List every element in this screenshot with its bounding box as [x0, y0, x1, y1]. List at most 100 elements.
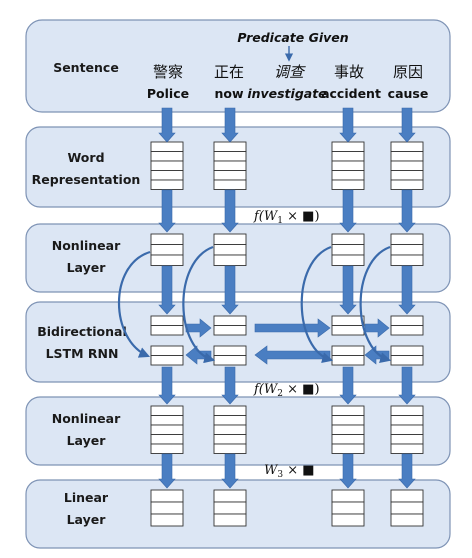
cell-stacks [150, 141, 424, 527]
vector-cell [331, 489, 365, 503]
vector-cell [390, 405, 424, 416]
word-vector-cause [390, 141, 424, 190]
vector-cell [150, 424, 184, 435]
vector-cell [150, 501, 184, 515]
vector-cell [213, 233, 247, 245]
linear-output-accident [331, 489, 365, 527]
vector-cell [150, 160, 184, 171]
linear-layer-label-line2: Layer [67, 512, 107, 527]
word-zh-investigate: 调查 [274, 63, 306, 81]
vector-cell [213, 434, 247, 445]
word-zh-now: 正在 [214, 63, 244, 81]
vector-cell [390, 141, 424, 152]
word-vector-accident [331, 141, 365, 190]
vector-cell [331, 179, 365, 190]
vector-cell [331, 424, 365, 435]
nonlinear-1-vector-now [213, 233, 247, 266]
nonlinear-layer-2-label-line1: Nonlinear [52, 411, 121, 426]
vector-cell [150, 315, 184, 326]
word-en-now: now [214, 86, 243, 101]
lstm-backward-cell-cause [390, 345, 424, 366]
arrow-lstm-to-nonlinear-now [221, 366, 239, 405]
vector-cell [213, 151, 247, 162]
nonlinear-2-vector-police [150, 405, 184, 454]
arrow-nonlinear-to-linear-cause [398, 453, 416, 489]
linear-layer-label-line1: Linear [64, 490, 109, 505]
arrow-lstm-to-nonlinear-police [158, 366, 176, 405]
vector-cell [331, 233, 365, 245]
word-en-investigate: investigate [247, 86, 326, 101]
vector-cell [213, 501, 247, 515]
arrow-lstm-to-nonlinear-cause [398, 366, 416, 405]
vector-cell [150, 179, 184, 190]
vector-cell [213, 415, 247, 426]
vector-cell [150, 325, 184, 336]
lstm-forward-cell-now [213, 315, 247, 336]
vector-cell [331, 325, 365, 336]
nonlinear-layer-2-label-line2: Layer [67, 433, 107, 448]
vector-cell [390, 170, 424, 181]
vector-cell [213, 170, 247, 181]
word-vector-now [213, 141, 247, 190]
vector-cell [150, 141, 184, 152]
lstm-forward-cell-police [150, 315, 184, 336]
word-en-accident: accident [321, 86, 381, 101]
nonlinear-layer-1-label-line1: Nonlinear [52, 238, 121, 253]
vector-cell [150, 244, 184, 256]
vector-cell [331, 513, 365, 527]
vertical-arrows [158, 107, 416, 489]
formula-w3: W3 × ■ [264, 463, 315, 480]
vector-cell [331, 345, 365, 356]
lstm-forward-cell-cause [390, 315, 424, 336]
vector-cell [390, 434, 424, 445]
formula-f-w1: f(W1 × ■) [253, 209, 320, 226]
vector-cell [390, 244, 424, 256]
vector-cell [213, 405, 247, 416]
nonlinear-1-vector-cause [390, 233, 424, 266]
vector-cell [150, 434, 184, 445]
vector-cell [213, 345, 247, 356]
nonlinear-2-vector-now [213, 405, 247, 454]
skip-connection-now [182, 245, 216, 364]
linear-output-cause [390, 489, 424, 527]
vector-cell [213, 355, 247, 366]
vector-cell [331, 254, 365, 266]
arrow-sentence-to-word-now [221, 107, 239, 143]
arrow-word-to-nonlinear-accident [339, 189, 357, 233]
bilstm-label-line1: Bidirectional [37, 324, 127, 339]
skip-connection-police [118, 250, 151, 358]
vector-cell [390, 501, 424, 515]
vector-cell [331, 160, 365, 171]
vector-cell [150, 513, 184, 527]
vector-cell [331, 405, 365, 416]
arrow-sentence-to-word-cause [398, 107, 416, 143]
vector-cell [213, 315, 247, 326]
vector-cell [390, 325, 424, 336]
word-en-cause: cause [388, 86, 429, 101]
vector-cell [150, 489, 184, 503]
lstm-backward-cell-accident [331, 345, 365, 366]
vector-cell [390, 151, 424, 162]
arrow-sentence-to-word-accident [339, 107, 357, 143]
vector-cell [390, 513, 424, 527]
vector-cell [150, 355, 184, 366]
lstm-forward-cell-accident [331, 315, 365, 336]
vector-cell [390, 160, 424, 171]
bilstm-panel [25, 301, 451, 383]
vector-cell [150, 151, 184, 162]
word-zh-police: 警察 [153, 63, 183, 81]
vector-cell [390, 233, 424, 245]
vector-cell [150, 345, 184, 356]
arrow-lstm-to-nonlinear-accident [339, 366, 357, 405]
word-vector-police [150, 141, 184, 190]
vector-cell [390, 424, 424, 435]
lstm-forward-arrow-2 [254, 318, 331, 338]
vector-cell [390, 179, 424, 190]
vector-cell [150, 405, 184, 416]
vector-cell [331, 501, 365, 515]
vector-cell [150, 170, 184, 181]
bilstm-label-line2: LSTM RNN [46, 346, 119, 361]
vector-cell [331, 434, 365, 445]
vector-cell [213, 179, 247, 190]
word-representation-label-line1: Word [67, 150, 104, 165]
